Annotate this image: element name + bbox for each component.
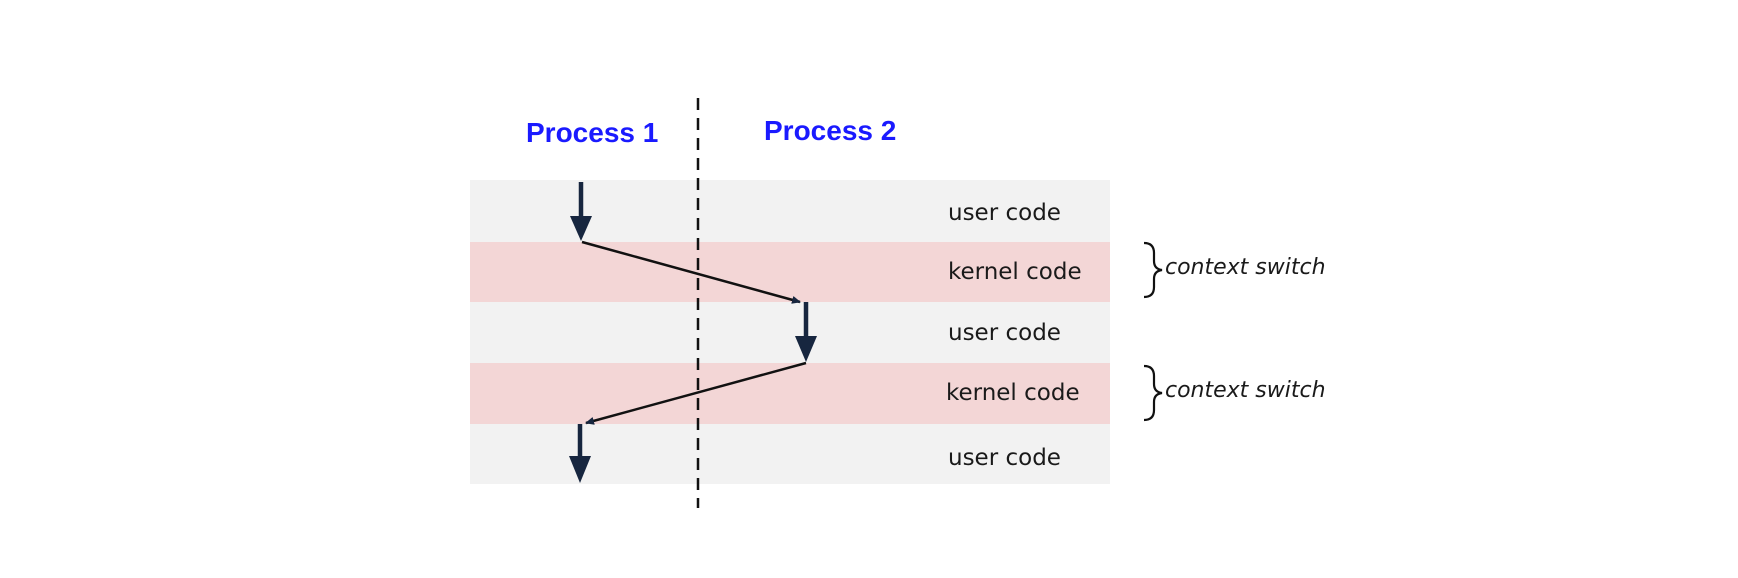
switch-arrow-2 (585, 361, 807, 425)
process-2-title: Process 2 (764, 115, 897, 146)
process-1-title: Process 1 (526, 117, 659, 148)
band-label-kernel-2: kernel code (946, 380, 1080, 406)
kernel-band-2 (470, 363, 1110, 424)
context-switch-label-2: context switch (1165, 378, 1326, 403)
band-label-kernel-1: kernel code (948, 259, 1082, 285)
process-2-run-arrow (795, 302, 817, 362)
switch-arrow-1 (581, 240, 801, 304)
context-switch-label-1: context switch (1165, 255, 1326, 280)
kernel-band-1 (470, 242, 1110, 302)
band-label-user-1: user code (948, 200, 1061, 226)
process-1-run-arrow-1 (570, 182, 592, 241)
user-band-2 (470, 302, 1110, 363)
band-label-user-2: user code (948, 320, 1061, 346)
user-band-1 (470, 180, 1110, 242)
process-1-run-arrow-2 (569, 424, 591, 483)
context-switch-brace-1 (1143, 241, 1163, 299)
band-label-user-3: user code (948, 445, 1061, 471)
context-switch-brace-2 (1143, 364, 1163, 422)
